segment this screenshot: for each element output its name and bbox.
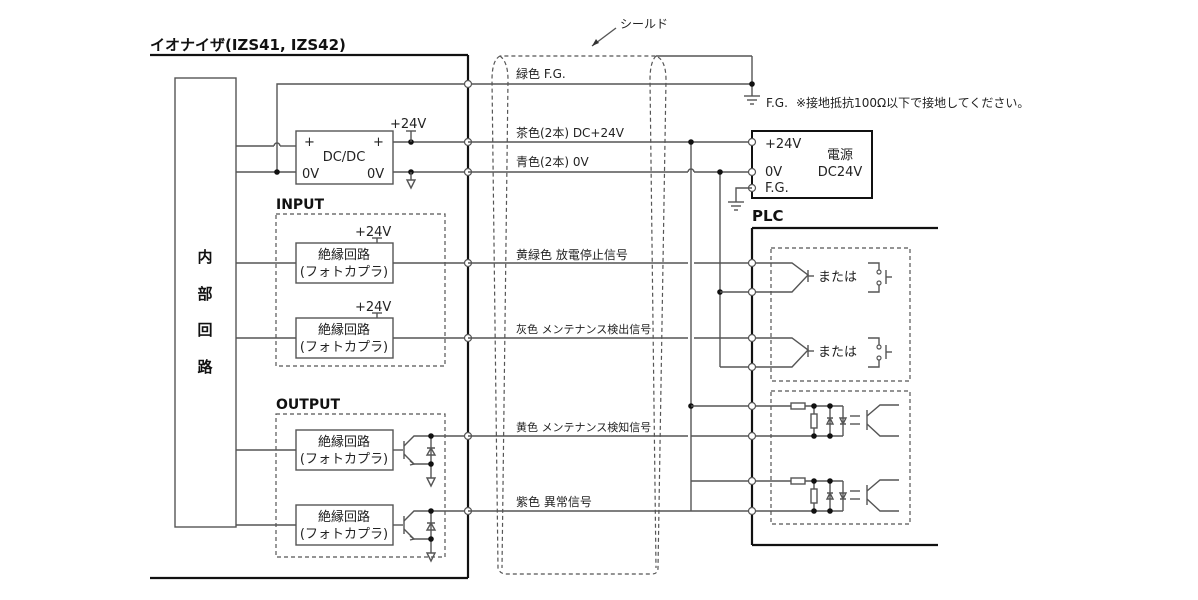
plc-input-1: または — [752, 262, 892, 293]
svg-text:(フォトカプラ): (フォトカプラ) — [300, 340, 388, 355]
svg-text:+24V: +24V — [355, 300, 391, 315]
ionizer-title: イオナイザ(IZS41, IZS42) — [150, 36, 346, 54]
svg-text:または: または — [818, 270, 857, 285]
wire-label-0v: 青色(2本) 0V — [516, 155, 589, 169]
ground-signal-icon — [425, 477, 437, 488]
svg-text:+: + — [304, 135, 315, 150]
svg-text:0V: 0V — [765, 165, 782, 180]
svg-text:(フォトカプラ): (フォトカプラ) — [300, 527, 388, 542]
shield: シールド — [491, 17, 755, 575]
wire-label-fg: 緑色 F.G. — [516, 66, 566, 81]
output-section-title: OUTPUT — [276, 397, 340, 413]
svg-text:0V: 0V — [302, 167, 319, 182]
internal-circuit-char: 路 — [197, 358, 213, 376]
svg-text:F.G.: F.G. — [766, 96, 788, 110]
svg-text:(フォトカプラ): (フォトカプラ) — [300, 452, 388, 467]
input-block-2: +24V 絶縁回路 (フォトカプラ) — [236, 300, 468, 359]
fg-ground: F.G. ※接地抵抗100Ω以下で接地してください。 — [744, 95, 1029, 110]
power-supply: +24V 0V F.G. 電源 DC24V — [728, 130, 873, 211]
input-section-title: INPUT — [276, 197, 325, 213]
plc-frame — [750, 226, 938, 547]
plc-input-2: または — [752, 337, 892, 368]
ground-note: ※接地抵抗100Ω以下で接地してください。 — [796, 95, 1029, 110]
internal-circuit-char: 回 — [197, 321, 212, 339]
output-section-frame — [275, 413, 446, 558]
input-block-1: +24V 絶縁回路 (フォトカプラ) — [236, 225, 468, 284]
wire-label-error-signal: 紫色 異常信号 — [516, 495, 592, 509]
ground-signal-icon — [405, 179, 417, 190]
svg-text:絶縁回路: 絶縁回路 — [318, 509, 370, 525]
svg-text:+24V: +24V — [355, 225, 391, 240]
cable-wires — [468, 141, 752, 512]
ionizer-terminals — [463, 79, 473, 516]
ground-signal-icon — [425, 552, 437, 563]
wire-label-discharge-stop: 黄緑色 放電停止信号 — [516, 247, 628, 262]
bus-wires — [688, 139, 752, 511]
svg-text:0V: 0V — [367, 167, 384, 182]
shield-label: シールド — [620, 17, 668, 31]
plc-output-1 — [752, 402, 899, 439]
internal-circuit-block: 内 部 回 路 — [174, 77, 237, 528]
fg-wire — [236, 83, 752, 175]
svg-text:F.G.: F.G. — [765, 181, 789, 196]
plc-output-2 — [752, 477, 899, 514]
svg-text:DC/DC: DC/DC — [323, 150, 366, 165]
wire-label-maintenance-detect-input: 灰色 メンテナンス検出信号 — [516, 322, 651, 336]
dcdc-supply-label: +24V — [390, 117, 426, 132]
svg-text:+24V: +24V — [765, 137, 801, 152]
svg-text:電源: 電源 — [827, 148, 853, 163]
svg-text:絶縁回路: 絶縁回路 — [318, 247, 370, 263]
svg-text:DC24V: DC24V — [818, 165, 863, 180]
dcdc-converter: + + DC/DC 0V 0V +24V — [295, 117, 468, 190]
input-section-frame — [275, 213, 446, 367]
pointer-arrow-icon — [592, 39, 599, 46]
output-block-2: 絶縁回路 (フォトカプラ) — [236, 504, 468, 563]
wire-label-24v: 茶色(2本) DC+24V — [516, 125, 625, 140]
svg-text:+: + — [373, 135, 384, 150]
plc-terminals — [747, 258, 757, 516]
svg-text:絶縁回路: 絶縁回路 — [318, 322, 370, 338]
svg-text:絶縁回路: 絶縁回路 — [318, 434, 370, 450]
internal-circuit-char: 部 — [197, 285, 212, 303]
internal-circuit-char: 内 — [197, 248, 212, 266]
svg-text:または: または — [818, 345, 857, 360]
svg-text:(フォトカプラ): (フォトカプラ) — [300, 265, 388, 280]
wire-label-maintenance-detect-output: 黄色 メンテナンス検知信号 — [516, 420, 651, 434]
plc-title: PLC — [752, 207, 784, 225]
output-block-1: 絶縁回路 (フォトカプラ) — [236, 429, 468, 488]
